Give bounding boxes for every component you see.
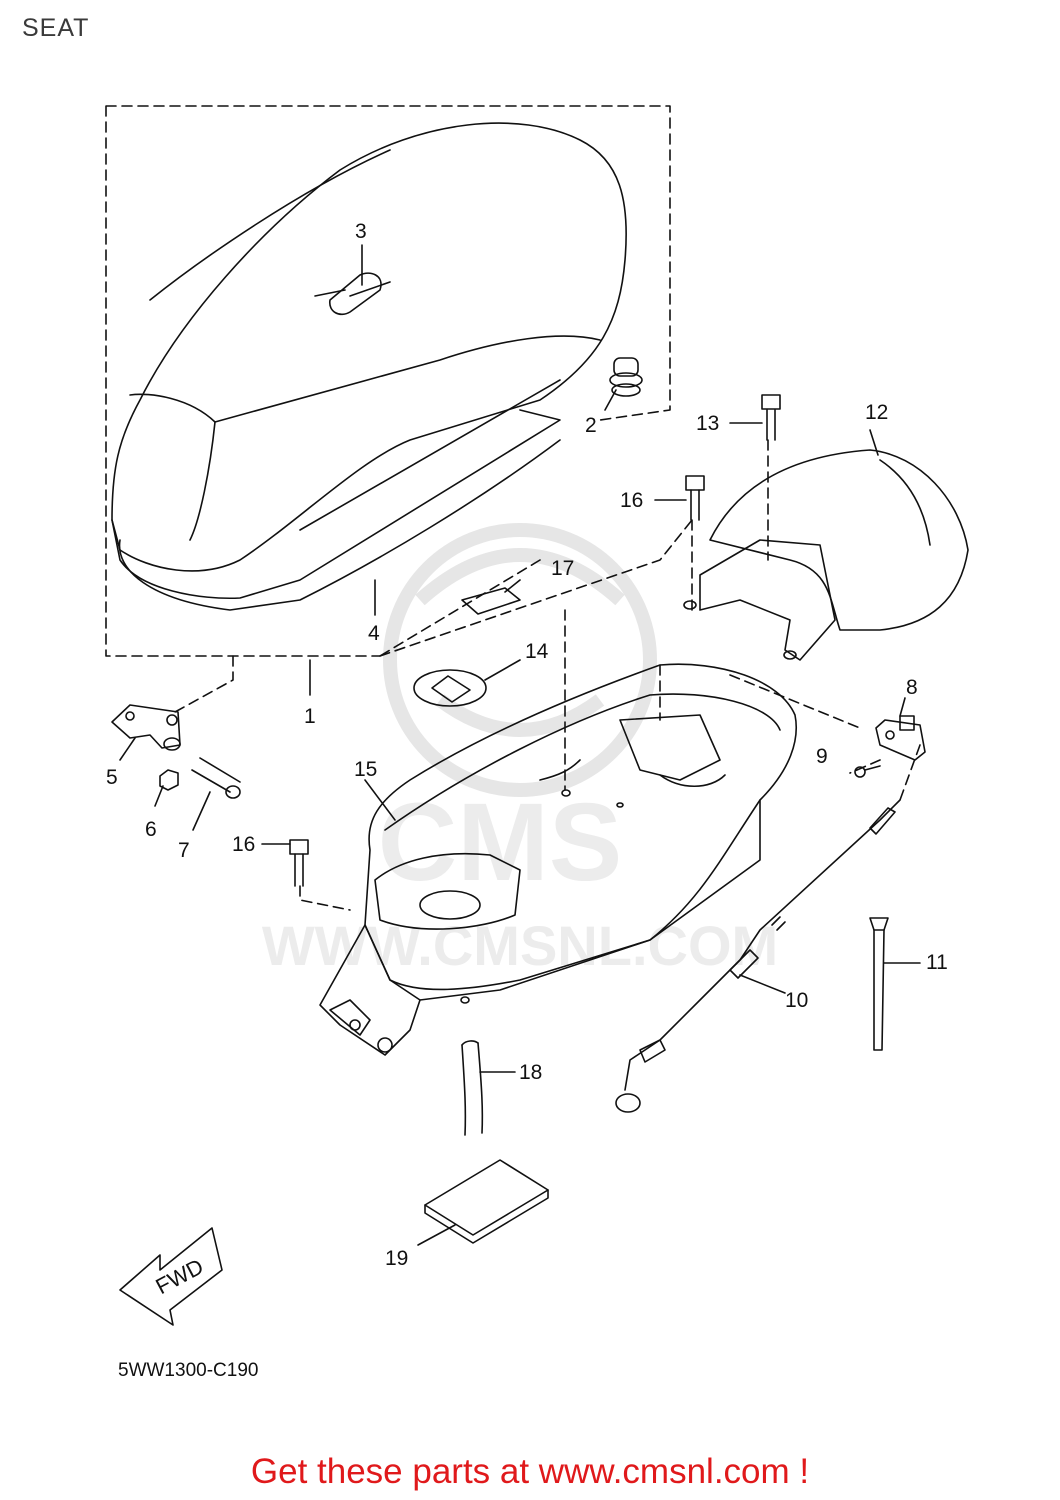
- callout-5: 5: [106, 766, 118, 789]
- callout-2: 2: [585, 414, 597, 437]
- callout-10: 10: [785, 989, 808, 1012]
- callout-9: 9: [816, 745, 828, 768]
- fwd-arrow: [119, 1227, 223, 1326]
- bolt-16-upper: [685, 475, 705, 521]
- callout-16-upper: 16: [620, 489, 643, 512]
- screw: [854, 765, 881, 778]
- seat-lock-cable: [615, 799, 901, 1113]
- footer-link[interactable]: Get these parts at www.cmsnl.com !: [250, 1452, 810, 1491]
- nut: [159, 769, 179, 791]
- seat-group-box: [105, 105, 671, 657]
- callout-7: 7: [178, 839, 190, 862]
- callout-13: 13: [696, 412, 719, 435]
- watermark-logo: [383, 523, 657, 797]
- cable-tie: [869, 917, 889, 1051]
- callout-16-lower: 16: [232, 833, 255, 856]
- bolt-13: [761, 394, 781, 441]
- callout-4: 4: [368, 622, 380, 645]
- storage-tub: [319, 663, 797, 1056]
- watermark-brand: CMS: [378, 781, 622, 904]
- callout-15: 15: [354, 758, 377, 781]
- callout-14: 14: [525, 640, 549, 663]
- callout-12: 12: [865, 401, 888, 424]
- callout-6: 6: [145, 818, 157, 841]
- callout-19: 19: [385, 1247, 408, 1270]
- emblem-14: [413, 669, 487, 707]
- seat-lock: [875, 715, 926, 761]
- owners-manual: [424, 1159, 549, 1244]
- leader-lines: [119, 244, 921, 1246]
- callout-18: 18: [519, 1061, 542, 1084]
- label-17: [461, 587, 521, 615]
- callout-17: 17: [551, 557, 574, 580]
- bolt-16-lower: [289, 839, 309, 887]
- rear-bracket: [683, 449, 969, 661]
- callout-11: 11: [926, 951, 948, 974]
- callout-3: 3: [355, 220, 367, 243]
- pin: [191, 757, 241, 799]
- seat: [111, 122, 627, 611]
- seat-cap: [609, 357, 643, 397]
- connection-lines: [174, 439, 921, 911]
- hinge-bracket: [111, 704, 181, 751]
- diagram-code: 5WW1300-C190: [118, 1360, 259, 1381]
- hose: [461, 1040, 484, 1136]
- callout-1: 1: [304, 705, 316, 728]
- watermark-site: WWW.CMSNL.COM: [262, 914, 778, 977]
- page-title: SEAT: [22, 14, 90, 42]
- callout-8: 8: [906, 676, 918, 699]
